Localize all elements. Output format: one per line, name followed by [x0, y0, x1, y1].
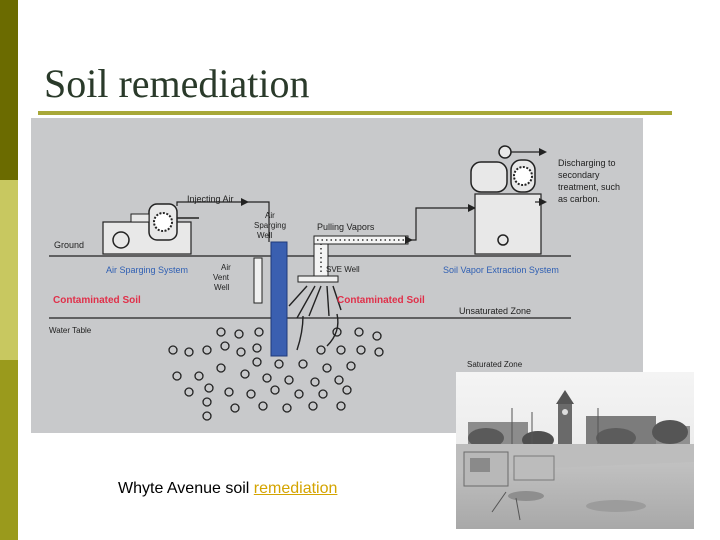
label-discharging-2: secondary	[558, 170, 600, 180]
label-discharging-1: Discharging to	[558, 158, 616, 168]
label-contaminated-soil-right: Contaminated Soil	[337, 295, 425, 306]
air-sparging-well	[271, 242, 287, 356]
label-saturated-zone: Saturated Zone	[467, 360, 523, 369]
label-discharging-4: as carbon.	[558, 194, 600, 204]
label-air-sparging-well-2: Sparging	[254, 221, 286, 230]
slide-title: Soil remediation	[44, 60, 310, 107]
label-air-sparging-well-3: Well	[257, 231, 273, 240]
label-unsaturated-zone: Unsaturated Zone	[459, 306, 531, 316]
accent-bar-bottom	[0, 360, 18, 540]
photo-caption: Whyte Avenue soil remediation	[118, 480, 337, 498]
label-pulling-vapors: Pulling Vapors	[317, 222, 375, 232]
label-air-sparging-well-1: Air	[265, 211, 275, 220]
label-sve-well: SVE Well	[326, 265, 360, 274]
label-air-vent-well-1: Air	[221, 263, 231, 272]
remediation-link[interactable]: remediation	[254, 480, 338, 497]
accent-bar-top	[0, 0, 18, 180]
label-air-vent-well-3: Well	[214, 283, 230, 292]
label-air-sparging-system: Air Sparging System	[106, 265, 188, 275]
caption-text: Whyte Avenue soil	[118, 480, 249, 497]
label-ground: Ground	[54, 240, 84, 250]
label-contaminated-soil-left: Contaminated Soil	[53, 295, 141, 306]
label-air-vent-well-2: Vent	[213, 273, 230, 282]
whyte-avenue-photo	[456, 372, 694, 529]
accent-bar-middle	[0, 180, 18, 360]
label-injecting-air: Injecting Air	[187, 194, 234, 204]
air-vent-well	[254, 258, 262, 303]
label-discharging-3: treatment, such	[558, 182, 620, 192]
label-water-table: Water Table	[49, 326, 92, 335]
label-soil-vapor-extraction-system: Soil Vapor Extraction System	[443, 265, 559, 275]
title-underline	[38, 111, 672, 115]
